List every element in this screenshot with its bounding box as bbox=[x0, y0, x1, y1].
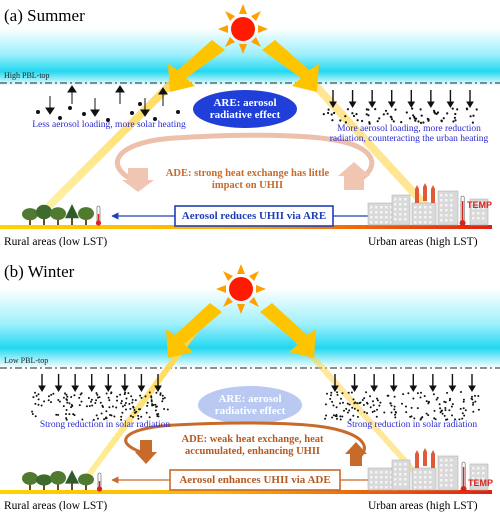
winter-urban-buildings bbox=[367, 448, 489, 491]
winter-panel-title: (b) Winter bbox=[4, 262, 75, 281]
winter-rural-thermometer-icon bbox=[96, 472, 103, 492]
winter-sun-icon bbox=[216, 264, 266, 314]
winter-panel bbox=[0, 264, 500, 494]
winter-temp-label: TEMP bbox=[468, 478, 494, 488]
summer-ray-arrow-right bbox=[262, 40, 319, 92]
winter-urban-label: Urban areas (high LST) bbox=[368, 500, 478, 512]
summer-sun-icon bbox=[218, 4, 268, 54]
winter-rural-label: Rural areas (low LST) bbox=[4, 500, 108, 512]
summer-urban-label: Urban areas (high LST) bbox=[368, 236, 478, 248]
winter-are-ellipse bbox=[198, 386, 302, 424]
summer-panel-title: (a) Summer bbox=[4, 6, 85, 25]
summer-ade-arrow-up bbox=[338, 162, 370, 190]
winter-sky bbox=[0, 288, 500, 368]
summer-rural-label: Rural areas (low LST) bbox=[4, 236, 108, 248]
summer-ray-arrow-left bbox=[168, 40, 225, 92]
winter-ray-arrow-left bbox=[166, 303, 222, 358]
summer-urban-buildings bbox=[367, 183, 489, 226]
summer-ground-bar bbox=[0, 225, 492, 229]
summer-pbl-label: High PBL-top bbox=[4, 71, 50, 80]
summer-rural-thermometer-icon bbox=[95, 205, 102, 226]
summer-ade-arrow-down bbox=[122, 168, 154, 192]
winter-ade-label: ADE: weak heat exchange, heat accumulate… bbox=[181, 434, 324, 457]
summer-urban-note: More aerosol loading, more reduction rad… bbox=[329, 124, 489, 144]
winter-pbl-label: Low PBL-top bbox=[4, 356, 49, 365]
summer-urban-thermometer-icon bbox=[459, 195, 466, 226]
summer-box-label: Aerosol reduces UHII via ARE bbox=[177, 207, 331, 225]
winter-ground-bar bbox=[0, 490, 492, 494]
winter-ray-arrow-right bbox=[260, 303, 316, 358]
summer-urban-aerosol bbox=[322, 90, 478, 125]
summer-ade-label: ADE: strong heat exchange has little imp… bbox=[165, 168, 330, 191]
summer-rural-aerosol bbox=[36, 85, 180, 122]
winter-ade-arrow-up bbox=[345, 442, 367, 466]
winter-urban-thermometer-icon bbox=[460, 461, 467, 492]
winter-rural-trees bbox=[22, 469, 94, 490]
summer-temp-label: TEMP bbox=[467, 200, 493, 210]
winter-rural-note: Strong reduction in solar radiation bbox=[39, 420, 171, 430]
summer-are-ellipse bbox=[193, 90, 297, 128]
summer-are-label: ARE: aerosol radiative effect bbox=[209, 97, 281, 121]
summer-panel bbox=[0, 4, 500, 229]
winter-ade-loop bbox=[124, 421, 366, 464]
summer-rural-note: Less aerosol loading, more solar heating bbox=[32, 120, 186, 130]
winter-urban-aerosol bbox=[324, 374, 480, 421]
summer-ade-loop bbox=[114, 132, 375, 188]
summer-rural-trees bbox=[22, 204, 94, 225]
winter-are-label: ARE: aerosol radiative effect bbox=[214, 393, 286, 417]
winter-urban-note: Strong reduction in solar radiation bbox=[346, 420, 478, 430]
winter-rural-aerosol bbox=[31, 374, 169, 421]
winter-ade-arrow-down bbox=[135, 440, 157, 464]
winter-box-label: Aerosol enhances UHII via ADE bbox=[172, 471, 338, 489]
